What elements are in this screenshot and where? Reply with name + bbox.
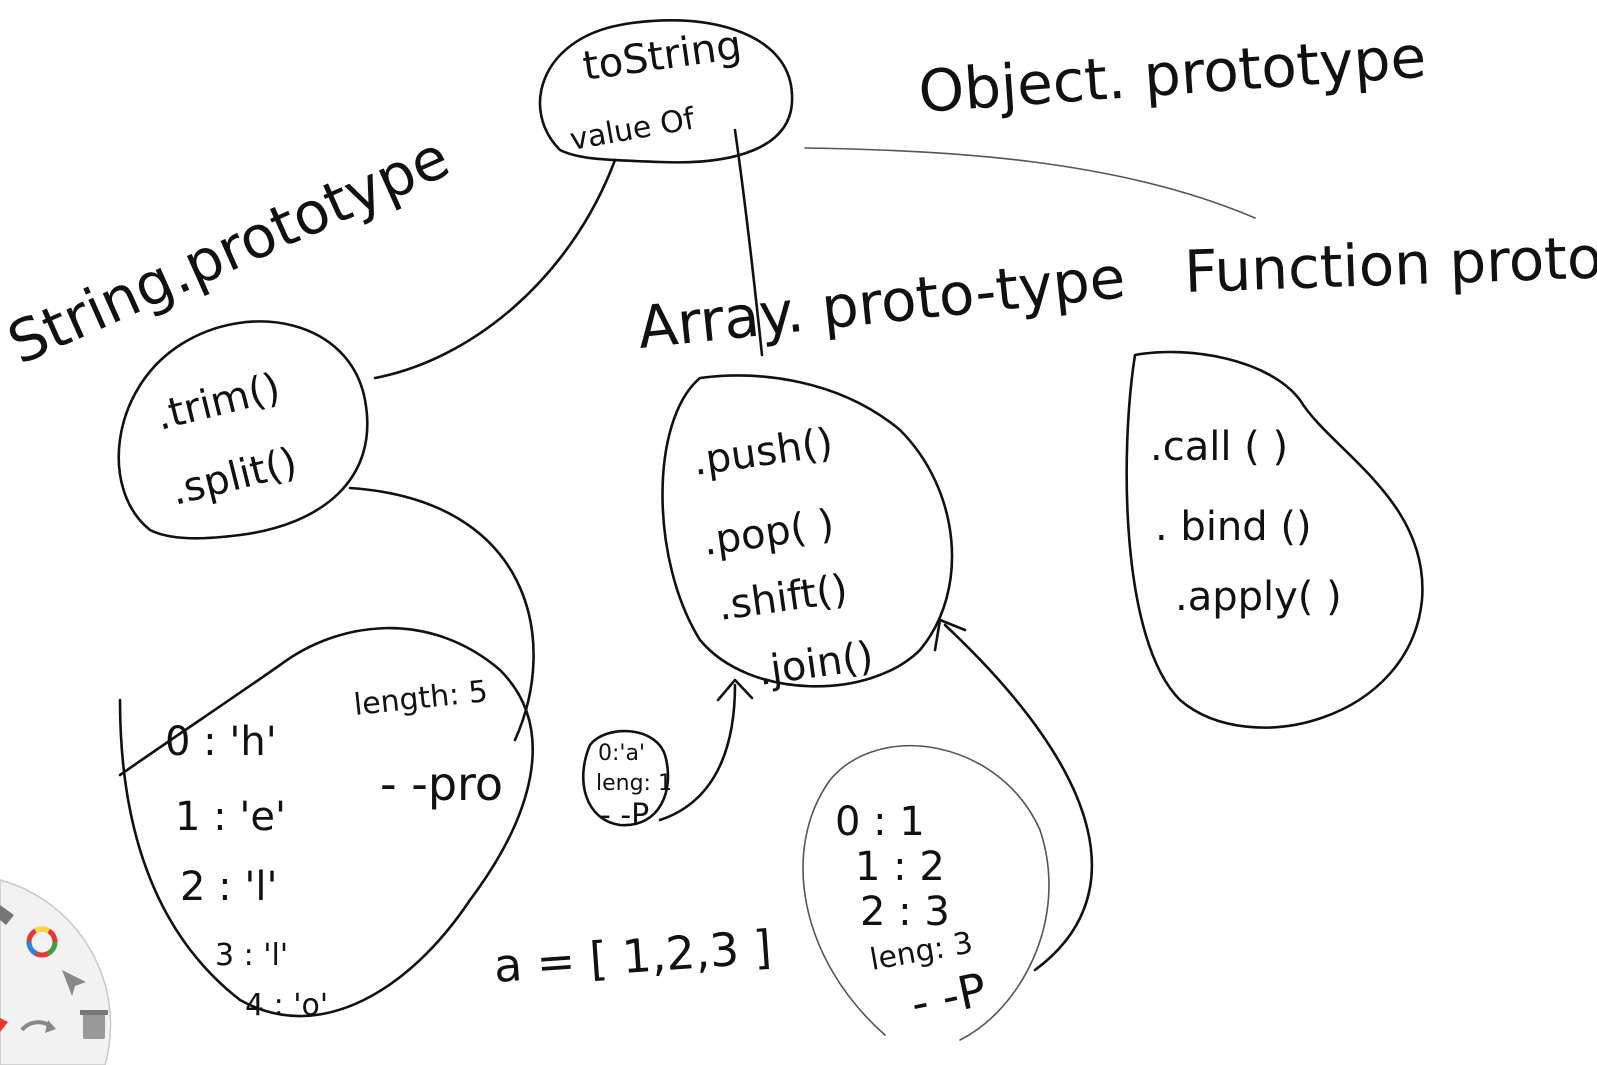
string-instance-entry-0: 0 : 'h': [165, 719, 277, 765]
link-string-instance-to-string-proto: [348, 486, 535, 742]
string-instance-length: length: 5: [352, 674, 489, 723]
pen-icon[interactable]: [0, 905, 14, 925]
function-prototype-node: Function prototype .call ( ) . bind () .…: [1125, 219, 1597, 729]
link-array-instance-to-array-proto: [943, 623, 1094, 972]
array-prototype-blob: [661, 374, 954, 688]
string-instance-proto: - -pro: [380, 757, 503, 811]
undo-icon[interactable]: [0, 1018, 8, 1032]
string-instance-entry-1: 1 : 'e': [175, 794, 286, 840]
small-array-node: 0:'a' leng: 1 - -P: [582, 729, 672, 833]
string-proto-method-1: .split(): [166, 439, 301, 515]
link-small-array-to-array-proto: [658, 683, 737, 822]
redo-icon[interactable]: [20, 1020, 56, 1033]
small-array-length: leng: 1: [596, 771, 672, 796]
function-prototype-blob: [1125, 350, 1424, 729]
function-proto-method-0: .call ( ): [1150, 424, 1288, 470]
link-string-to-object: [373, 158, 617, 380]
string-proto-title: String.prototype: [0, 123, 459, 378]
string-instance-entry-3: 3 : 'l': [215, 938, 288, 973]
array-instance-node: 0 : 1 1 : 2 2 : 3 leng: 3 - -P: [802, 744, 1050, 1041]
array-instance-entry-0: 0 : 1: [835, 799, 925, 845]
array-instance-blob: [802, 744, 1050, 1041]
array-proto-method-2: .shift(): [715, 566, 850, 630]
array-prototype-node: Array. proto-type .push() .pop( ) .shift…: [634, 243, 1128, 695]
function-proto-title: Function prototype: [1183, 219, 1597, 306]
pointer-icon[interactable]: [62, 970, 86, 996]
array-instance-proto: - -P: [906, 962, 991, 1031]
function-proto-method-1: . bind (): [1155, 504, 1312, 550]
link-object-to-function: [804, 147, 1256, 219]
string-instance-entry-4: 4 : 'o': [245, 988, 328, 1023]
object-proto-title: Object. prototype: [916, 23, 1428, 126]
string-prototype-node: String.prototype .trim() .split(): [0, 123, 459, 540]
color-wheel-icon[interactable]: [26, 926, 58, 958]
code-assignment: a = [ 1,2,3 ]: [492, 920, 773, 993]
small-array-blob: [582, 729, 670, 827]
object-proto-method-1: value Of: [567, 101, 698, 158]
string-instance-entry-2: 2 : 'l': [180, 864, 277, 910]
small-array-entry: 0:'a': [598, 741, 645, 766]
object-prototype-blob: [538, 19, 794, 164]
array-proto-title: Array. proto-type: [634, 243, 1128, 362]
array-proto-method-0: .push(): [690, 420, 836, 485]
array-instance-entry-1: 1 : 2: [855, 844, 945, 890]
tool-palette: [0, 879, 112, 1065]
tool-palette-arc: [0, 879, 112, 1065]
string-proto-method-0: .trim(): [151, 365, 285, 440]
array-proto-method-3: .join(): [755, 633, 876, 695]
trash-icon[interactable]: [80, 1010, 108, 1039]
object-prototype-node: toString value Of Object. prototype: [538, 19, 1428, 164]
small-array-proto: - -P: [600, 798, 649, 833]
string-instance-node: 0 : 'h' 1 : 'e' 2 : 'l' 3 : 'l' 4 : 'o' …: [118, 626, 534, 1023]
string-instance-blob: [118, 626, 534, 1018]
arrow-head-array-instance: [933, 618, 967, 652]
array-instance-entry-2: 2 : 3: [860, 889, 950, 935]
function-proto-method-2: .apply( ): [1175, 574, 1342, 620]
object-proto-method-0: toString: [580, 22, 744, 90]
arrow-head-small-array: [716, 678, 754, 702]
string-prototype-blob: [117, 320, 369, 540]
array-proto-method-1: .pop( ): [700, 501, 837, 565]
